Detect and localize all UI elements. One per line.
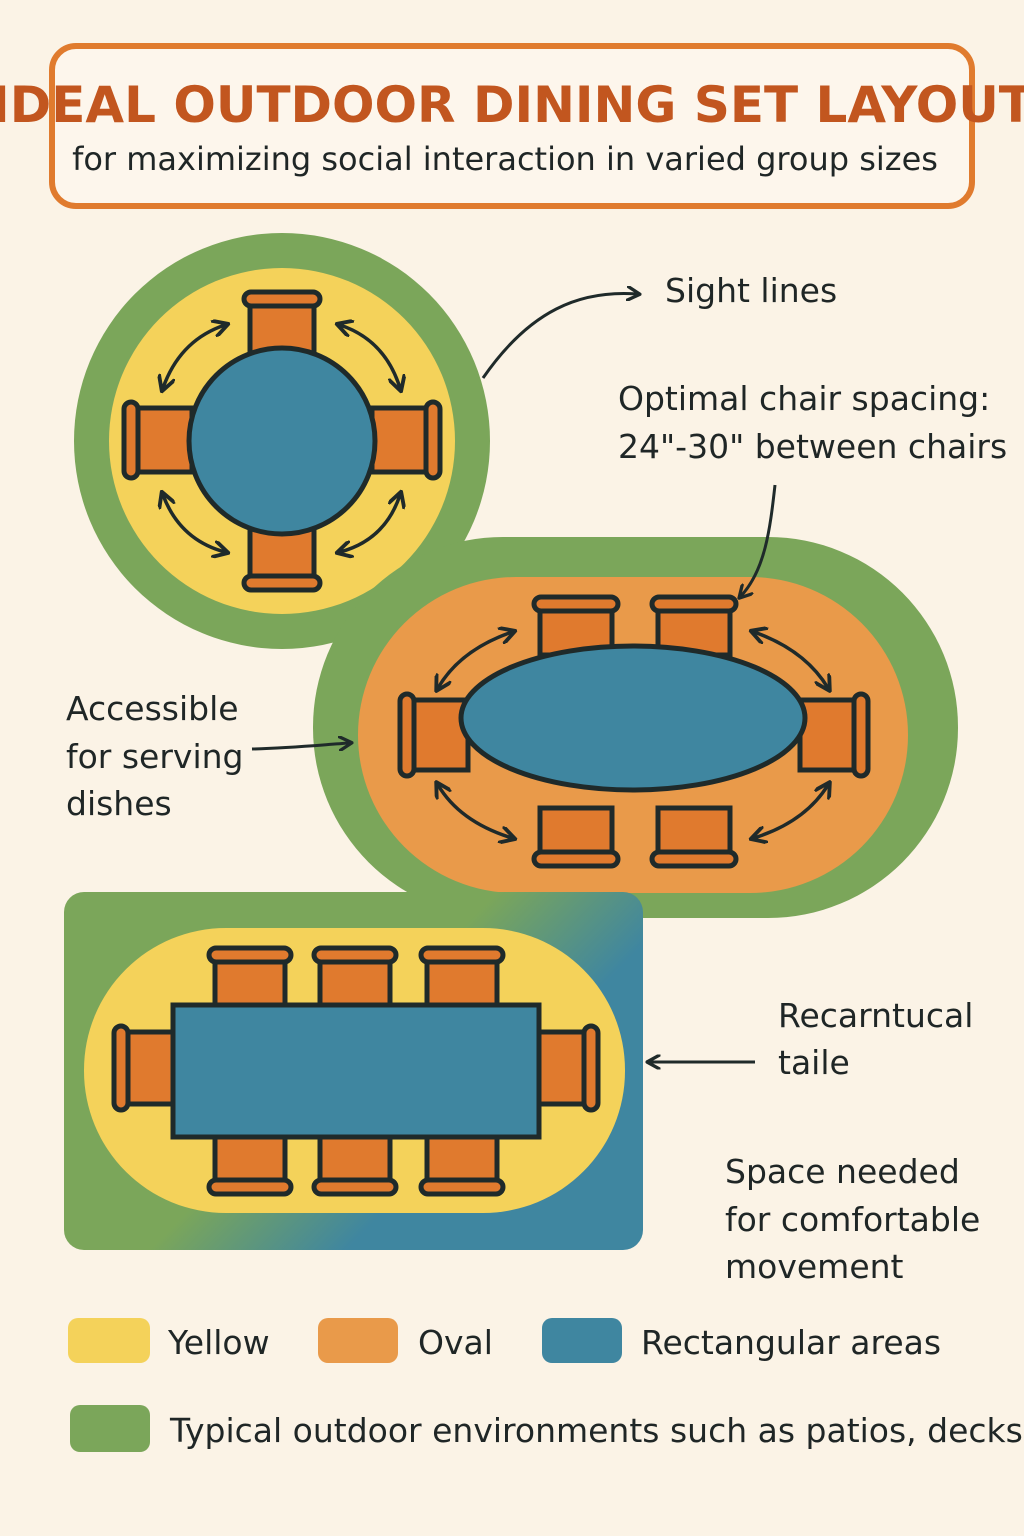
chair-icon [797,691,871,779]
round-table [186,345,378,537]
annotations: Sight lines Optimal chair spacing: 24"-3… [66,271,1007,1286]
page-title: IDEAL OUTDOOR DINING SET LAYOUT [0,76,1024,134]
chair-icon [111,1023,179,1113]
chair-icon [311,1131,399,1197]
rect-table-label-line1: Recarntucal [778,996,973,1035]
legend-label-yellow: Yellow [167,1323,270,1362]
legend-swatch-yellow [68,1318,150,1363]
double-arrow-icon [163,495,225,552]
chair-icon [418,945,506,1011]
legend: Yellow Oval Rectangular areas Typical ou… [68,1318,1023,1452]
spacing-label-line1: Optimal chair spacing: [618,379,990,418]
spacing-arrow [741,484,777,596]
chair-icon [531,805,621,869]
chair-icon [206,1131,294,1197]
chair-icon [311,945,399,1011]
accessible-label-line1: Accessible [66,689,239,728]
space-label-line2: for comfortable [725,1200,980,1239]
double-arrow-icon [163,325,225,388]
legend-label-oval: Oval [418,1323,493,1362]
chair-icon [649,594,739,658]
sight-lines-label: Sight lines [665,271,837,310]
double-arrow-icon [340,495,400,552]
legend-swatch-environment [70,1405,150,1452]
space-label-line1: Space needed [725,1152,960,1191]
space-label-line3: movement [725,1247,904,1286]
double-arrow-icon [754,785,828,838]
legend-label-rectangular: Rectangular areas [641,1323,941,1362]
legend-swatch-rectangular [542,1318,622,1363]
legend-swatch-oval [318,1318,398,1363]
oval-table [458,643,808,793]
chair-icon [206,945,294,1011]
header-frame [49,43,975,209]
chair-icon [418,1131,506,1197]
chair-icon [397,691,471,779]
double-arrow-icon [340,325,400,388]
page-subtitle: for maximizing social interaction in var… [72,140,938,178]
header-box: IDEAL OUTDOOR DINING SET LAYOUT for maxi… [0,43,1024,209]
chair-icon [121,399,195,481]
legend-label-environment: Typical outdoor environments such as pat… [169,1411,1023,1450]
accessible-label-line3: dishes [66,784,172,823]
chair-icon [533,1023,601,1113]
accessible-arrow [251,743,349,749]
double-arrow-icon [438,632,512,688]
rect-table-label-line2: taile [778,1043,850,1082]
double-arrow-icon [438,785,512,838]
spacing-label-line2: 24"-30" between chairs [618,427,1007,466]
double-arrow-icon [754,632,828,688]
rectangular-table [170,1002,542,1140]
chair-icon [649,805,739,869]
chair-icon [369,399,443,481]
accessible-label-line2: for serving [66,737,244,776]
sight-lines-arrow [481,294,637,379]
